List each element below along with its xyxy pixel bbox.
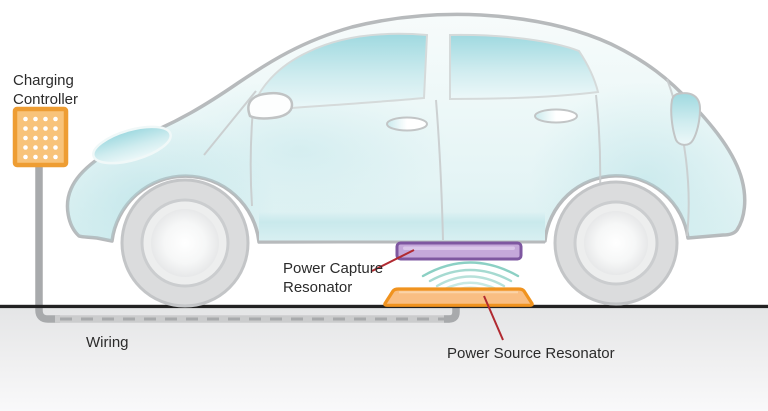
- rear-window: [449, 33, 600, 101]
- leader-line-capture: [371, 249, 415, 272]
- door-handle-rear: [534, 108, 578, 124]
- power-source-label: Power Source Resonator: [447, 345, 615, 362]
- power-capture-label-line1: Power Capture: [283, 260, 384, 277]
- power-capture-label: Power Capture Resonator: [283, 259, 383, 297]
- capture-highlight: [403, 246, 515, 250]
- wiring-label: Wiring: [86, 334, 129, 351]
- rear-wheel: [553, 180, 679, 306]
- power-source-resonator: [383, 287, 534, 307]
- power-capture-resonator: [395, 241, 523, 261]
- car: [65, 12, 747, 308]
- front-window: [250, 32, 429, 113]
- underground-area: [0, 307, 768, 411]
- ground-line: [0, 304, 768, 309]
- front-door-seam: [249, 108, 254, 207]
- charging-controller-box: [12, 106, 69, 168]
- a-pillar-seam: [203, 90, 257, 156]
- leader-line-source: [483, 295, 504, 341]
- charging-controller-label-line2: Controller: [13, 91, 79, 108]
- controller-dot-grid: [23, 116, 58, 160]
- door-handle-front: [386, 116, 428, 132]
- power-capture-label-line2: Resonator: [283, 279, 353, 296]
- front-wheel: [120, 178, 250, 308]
- wiring-run: [35, 164, 460, 323]
- taillight: [670, 92, 702, 146]
- charging-controller-label-line1: Charging: [13, 72, 74, 89]
- side-mirror: [247, 91, 294, 120]
- rocker-strip: [259, 212, 545, 242]
- wiring-riser: [444, 302, 460, 323]
- headlight: [92, 125, 172, 165]
- controller-pole: [35, 164, 60, 323]
- b-pillar-seam: [435, 99, 444, 241]
- charging-controller-label: Charging Controller: [13, 71, 78, 109]
